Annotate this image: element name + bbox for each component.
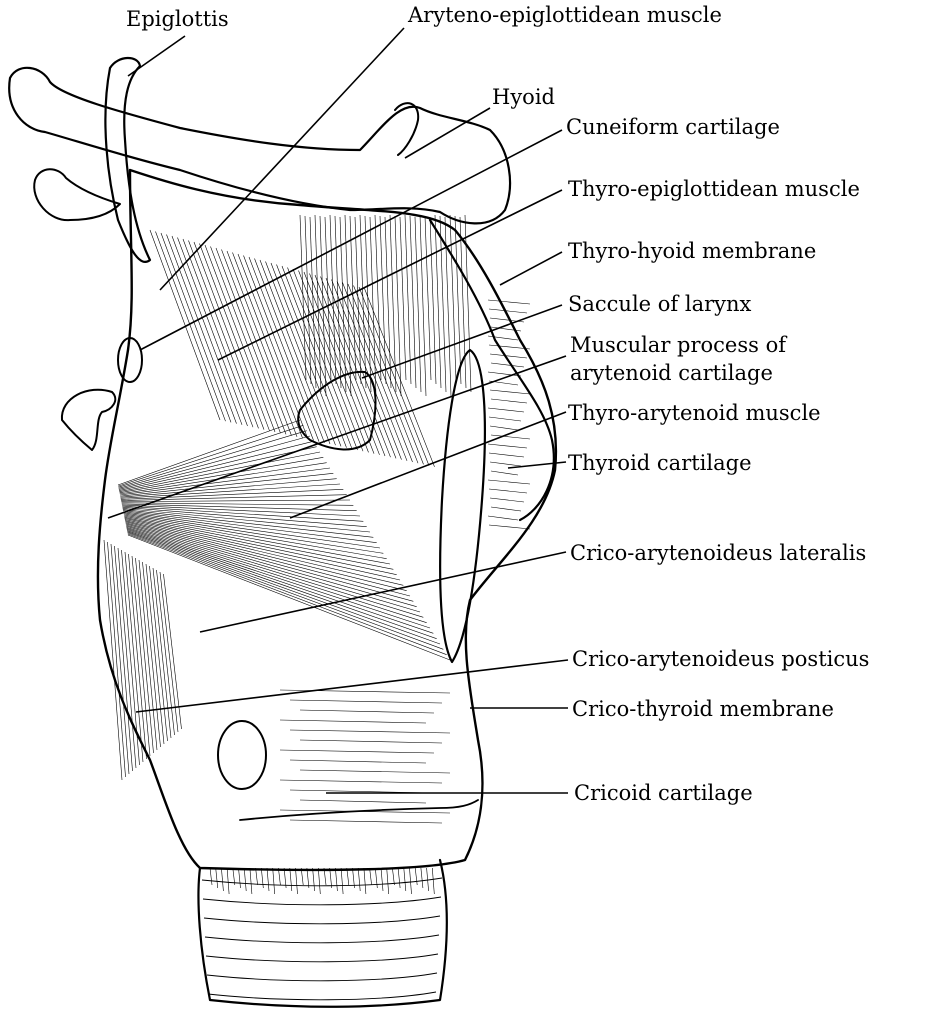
epiglottis-shape [104, 56, 152, 263]
label-epiglottis: Epiglottis [126, 7, 229, 31]
label-muscular-process-line2: arytenoid cartilage [570, 361, 773, 385]
label-hyoid: Hyoid [492, 85, 555, 109]
leader-thyro-arytenoid [289, 411, 567, 519]
trachea-rings [201, 867, 443, 1001]
muscle-fiber-hatching [103, 214, 531, 824]
label-thyro-arytenoid-muscle: Thyro-arytenoid muscle [568, 401, 821, 425]
label-muscular-process-line1: Muscular process of [570, 333, 788, 357]
leader-saccule [361, 304, 563, 379]
larynx-outline [60, 168, 558, 1008]
labels: Epiglottis Aryteno-epiglottidean muscle … [126, 3, 869, 805]
label-crico-thyroid-membrane: Crico-thyroid membrane [572, 697, 834, 721]
leader-cuneiform [139, 129, 563, 351]
leader-thyro-hyoid [499, 251, 563, 286]
leader-muscular-process [107, 355, 567, 519]
hyoid-bone [8, 66, 512, 225]
leader-aryteno-epiglottidean [159, 27, 405, 291]
leader-thyro-epiglottidean [217, 189, 563, 361]
label-saccule-of-larynx: Saccule of larynx [568, 292, 752, 316]
label-thyroid-cartilage: Thyroid cartilage [568, 451, 752, 475]
label-cricoid-cartilage: Cricoid cartilage [574, 781, 753, 805]
label-cuneiform-cartilage: Cuneiform cartilage [566, 115, 780, 139]
leader-lines [107, 27, 569, 794]
leader-epiglottis [127, 35, 186, 77]
label-crico-arytenoideus-posticus: Crico-arytenoideus posticus [572, 647, 869, 671]
label-aryteno-epiglottidean-muscle: Aryteno-epiglottidean muscle [407, 3, 722, 27]
label-thyro-epiglottidean-muscle: Thyro-epiglottidean muscle [568, 177, 860, 201]
leader-hyoid [404, 107, 491, 159]
leader-crico-lateralis [199, 551, 567, 633]
leader-crico-posticus [135, 659, 569, 713]
label-crico-arytenoideus-lateralis: Crico-arytenoideus lateralis [570, 541, 866, 565]
label-thyro-hyoid-membrane: Thyro-hyoid membrane [568, 239, 816, 263]
leader-thyroid-cartilage [507, 461, 567, 469]
